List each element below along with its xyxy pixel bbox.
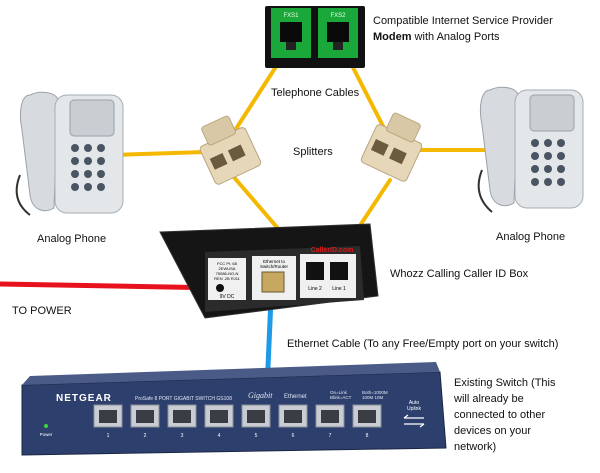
modem: FXS1 FXS2 — [265, 6, 365, 68]
ethernet-port — [261, 271, 285, 293]
network-switch: NETGEAR ProSafe 8 PORT GIGABIT SWITCH GS… — [21, 362, 447, 456]
fcc-line-2: 2EWUSA — [219, 266, 236, 271]
caller-id-box-caption: Whozz Calling Caller ID Box — [390, 268, 529, 280]
caller-id-box: FCC Pt. 68 2EWUSA 75086-NO-N REN .2B RJ1… — [159, 223, 379, 319]
switch-model: ProSafe 8 PORT GIGABIT SWITCH GS108 — [135, 396, 232, 402]
right-phone-caption: Analog Phone — [496, 231, 566, 243]
right-analog-phone — [477, 86, 584, 213]
switch-ethernet-logo: Ethernet — [284, 394, 307, 400]
uplink-arrows-icon — [403, 414, 425, 428]
modem-caption-rest: with Analog Ports — [411, 31, 500, 43]
led-legend-3: Both=1000M — [362, 390, 388, 395]
line1-label: Line 1 — [332, 286, 346, 292]
caller-box-brand: CallerID.com — [311, 247, 354, 254]
switch-port-jack — [173, 410, 191, 423]
left-handset — [19, 91, 59, 212]
left-coil-cord — [15, 174, 31, 216]
switch-ports: 1 2 3 4 5 6 7 8 — [93, 404, 382, 439]
switch-port-jack — [321, 410, 339, 423]
splitters-caption: Splitters — [293, 146, 333, 158]
power-cable — [0, 281, 223, 291]
ethernet-cable-caption: Ethernet Cable (To any Free/Empty port o… — [287, 338, 559, 350]
switch-port-number: 3 — [181, 433, 184, 439]
power-led-label: Power — [40, 432, 53, 437]
telephone-cables-caption: Telephone Cables — [271, 87, 360, 99]
caller-box-label-plate — [208, 258, 246, 300]
right-coil-cord — [477, 169, 493, 213]
led-legend-4: 100M 10M — [362, 395, 384, 400]
line2-port — [306, 262, 324, 280]
switch-port-jack — [284, 410, 302, 423]
switch-caption-line3: connected to other — [454, 409, 546, 421]
switch-port-jack — [247, 410, 265, 423]
modem-caption-bold: Modem — [373, 31, 412, 43]
cable-left-phone-to-splitter — [110, 150, 207, 157]
switch-port-number: 7 — [329, 433, 332, 439]
left-analog-phone — [15, 91, 124, 216]
switch-port-jack — [99, 410, 117, 423]
left-keypad — [71, 144, 105, 191]
line1-port — [330, 262, 348, 280]
right-splitter — [360, 112, 423, 182]
modem-caption-line1: Compatible Internet Service Provider — [373, 15, 553, 27]
fxs2-jack — [327, 22, 349, 42]
ethernet-port-label-2: Switch/Router — [260, 264, 289, 269]
left-phone-caption: Analog Phone — [37, 233, 107, 245]
modem-port2-label: FXS2 — [330, 13, 346, 19]
led-legend-2: Blink=ACT — [330, 395, 352, 400]
switch-caption-line4: devices on your — [454, 425, 532, 437]
switch-brand: NETGEAR — [56, 393, 112, 404]
switch-port-jack — [136, 410, 154, 423]
switch-port-jack — [210, 410, 228, 423]
switch-caption-line2: will already be — [454, 393, 524, 405]
fcc-line-3: 75086-NO-N — [216, 271, 239, 276]
switch-caption-line5: network) — [454, 441, 497, 453]
switch-port-number: 1 — [107, 433, 110, 439]
modem-port1-label: FXS1 — [283, 13, 299, 19]
switch-port-number: 6 — [292, 433, 295, 439]
switch-port-number: 2 — [144, 433, 147, 439]
ethernet-port-label-1: Ethernet to — [263, 259, 286, 264]
to-power-caption: TO POWER — [12, 305, 72, 317]
switch-port-number: 8 — [366, 433, 369, 439]
switch-port-number: 4 — [218, 433, 221, 439]
led-legend-1: On=Link — [330, 390, 348, 395]
modem-caption-line2: Modem with Analog Ports — [373, 30, 500, 45]
right-keypad — [531, 139, 565, 186]
power-jack-label: 9V DC — [220, 294, 235, 300]
switch-caption-line1: Existing Switch (This — [454, 377, 556, 389]
switch-port-jack — [358, 410, 376, 423]
right-handset — [479, 86, 519, 207]
left-splitter — [199, 115, 262, 185]
fxs1-jack — [280, 22, 302, 42]
line2-label: Line 2 — [308, 286, 322, 292]
uplink-label-1: Auto — [409, 400, 420, 406]
switch-port-number: 5 — [255, 433, 258, 439]
fcc-line-1: FCC Pt. 68 — [217, 261, 238, 266]
switch-gigabit-logo: Gigabit — [248, 391, 273, 400]
power-jack — [216, 284, 224, 292]
fcc-line-4: REN .2B RJ11 — [214, 276, 240, 281]
power-led — [44, 424, 48, 428]
uplink-label-2: Uplink — [407, 406, 421, 412]
